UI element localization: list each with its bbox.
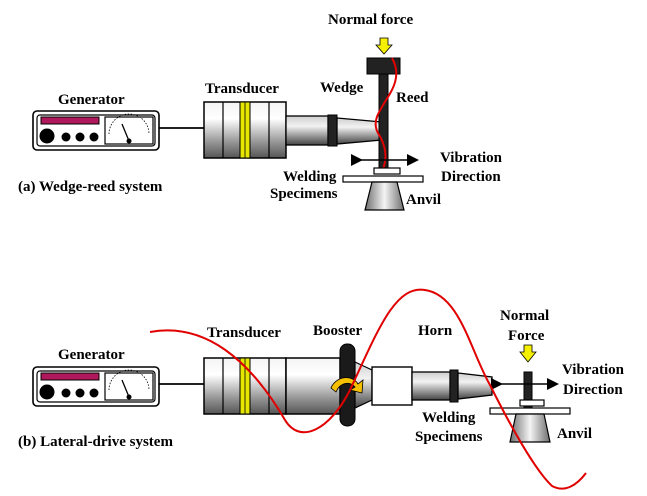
transducer-label-b: Transducer bbox=[207, 325, 281, 341]
normal-force-arrow-b bbox=[519, 344, 537, 363]
vibration-label-a-1: Vibration bbox=[440, 150, 503, 166]
generator-button bbox=[89, 132, 99, 142]
vibration-label-a-2: Direction bbox=[441, 169, 501, 185]
specimens-label-a-1: Welding bbox=[283, 169, 337, 185]
generator-button bbox=[61, 388, 71, 398]
booster bbox=[339, 343, 373, 427]
transducer-a bbox=[203, 101, 287, 159]
shaft-a bbox=[285, 115, 329, 146]
caption-a: (a) Wedge-reed system bbox=[18, 179, 163, 195]
reed-label: Reed bbox=[396, 90, 429, 106]
generator-knob bbox=[39, 128, 55, 144]
reed bbox=[366, 57, 401, 169]
anvil-b bbox=[509, 413, 551, 443]
generator-meter bbox=[104, 369, 154, 401]
shaft-collar-a bbox=[327, 114, 338, 147]
normal-force-arrow-a bbox=[375, 37, 393, 55]
horn-label: Horn bbox=[418, 323, 453, 339]
system-a: Generator Transducer Wedge Reed Normal f… bbox=[18, 12, 503, 211]
generator-label-a: Generator bbox=[58, 92, 125, 108]
vibration-label-b-1: Vibration bbox=[562, 362, 625, 378]
specimens-label-b-1: Welding bbox=[422, 410, 476, 426]
generator-label-b: Generator bbox=[58, 347, 125, 363]
caption-b: (b) Lateral-drive system bbox=[18, 434, 173, 450]
specimen-top-a bbox=[373, 167, 401, 175]
horn bbox=[371, 366, 493, 406]
generator-button bbox=[61, 132, 71, 142]
anvil-label-b: Anvil bbox=[557, 426, 592, 442]
normal-force-label-b-2: Force bbox=[508, 328, 545, 344]
specimen-bottom-a bbox=[342, 175, 424, 183]
booster-label: Booster bbox=[313, 323, 362, 339]
anvil-a bbox=[364, 181, 405, 211]
specimens-label-b-2: Specimens bbox=[415, 429, 483, 445]
vibration-label-b-2: Direction bbox=[563, 382, 623, 398]
normal-force-label-a: Normal force bbox=[328, 12, 413, 28]
generator-a bbox=[32, 110, 160, 151]
anvil-label-a: Anvil bbox=[406, 192, 441, 208]
specimen-top-b bbox=[519, 399, 545, 407]
specimens-label-a-2: Specimens bbox=[270, 186, 338, 202]
generator-button bbox=[75, 388, 85, 398]
generator-display bbox=[40, 116, 100, 125]
transducer-label-a: Transducer bbox=[205, 81, 279, 97]
wave-b bbox=[149, 288, 587, 490]
generator-knob bbox=[39, 384, 55, 400]
generator-meter bbox=[104, 113, 154, 145]
generator-button bbox=[89, 388, 99, 398]
system-b: Generator Transducer Booster Horn bbox=[18, 288, 625, 490]
wedge-label: Wedge bbox=[320, 80, 364, 96]
generator-b bbox=[32, 366, 160, 407]
generator-display bbox=[40, 372, 100, 381]
normal-force-label-b-1: Normal bbox=[500, 308, 549, 324]
generator-button bbox=[75, 132, 85, 142]
